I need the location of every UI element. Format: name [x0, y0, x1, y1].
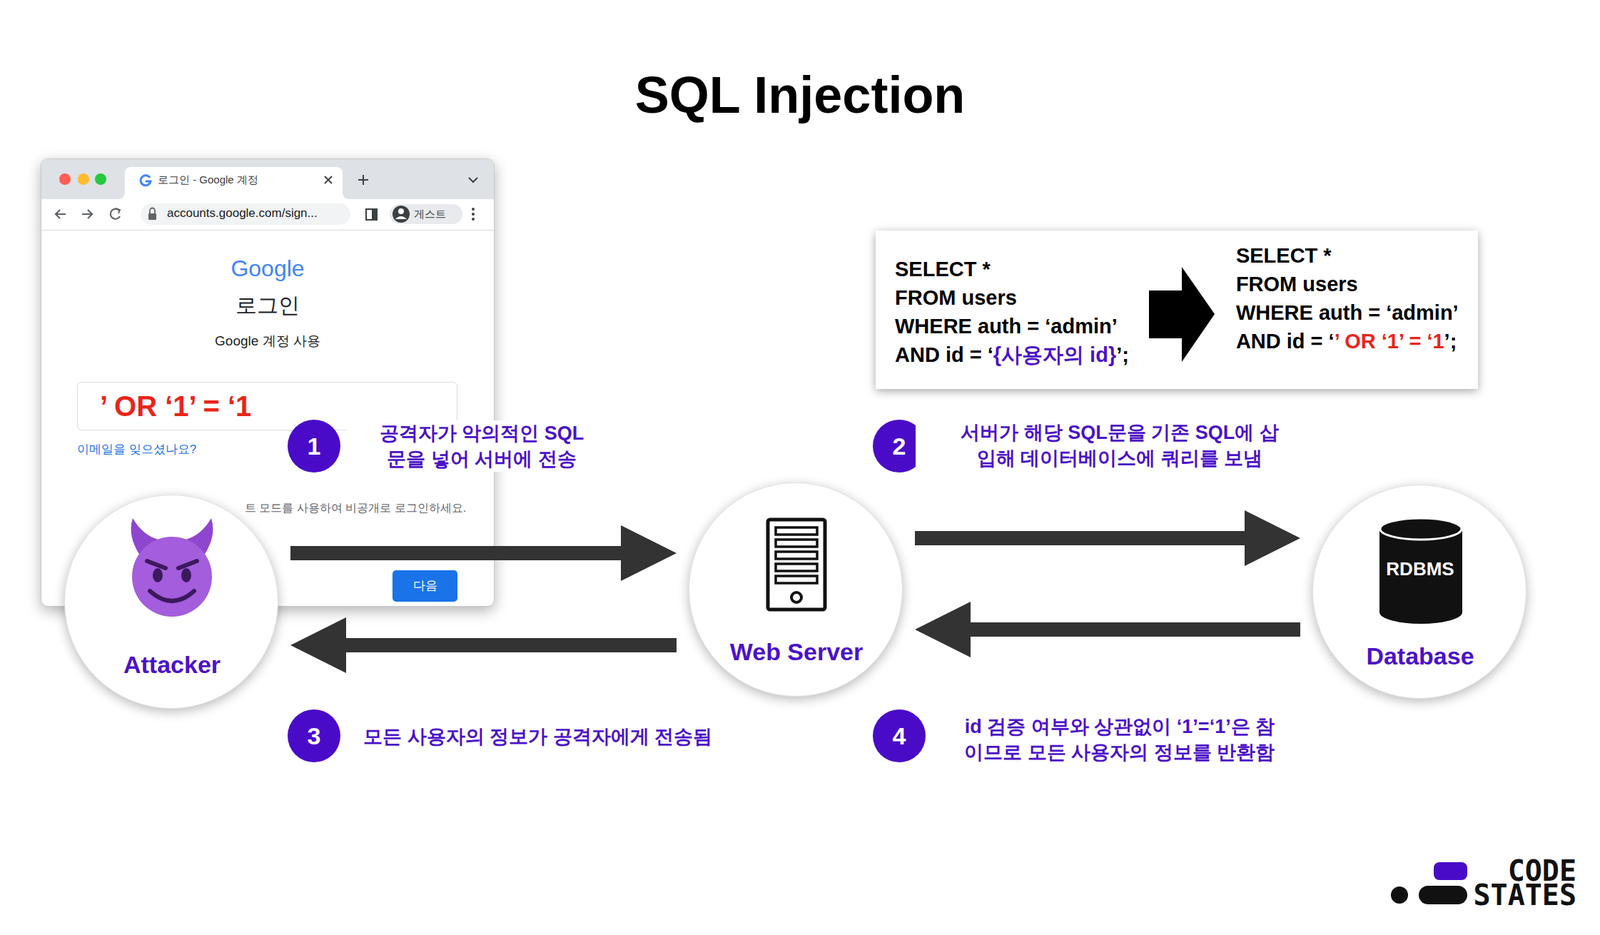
sql-text: AND id = ‘ — [894, 343, 994, 367]
title: SQL Injection — [0, 62, 1600, 128]
arrow-shaft — [290, 545, 623, 561]
web-server-circle: Web Server — [688, 482, 903, 697]
sql-text: SELECT * — [1236, 244, 1332, 267]
sql-text: FROM users — [1236, 272, 1359, 296]
devil-face — [118, 513, 226, 621]
sql-line: SELECT * — [894, 254, 1129, 284]
sql-line: SELECT * — [1236, 241, 1459, 270]
attacker-circle: Attacker — [64, 494, 279, 709]
cylinder-label: RDBMS — [1313, 557, 1528, 581]
flow-arrow — [290, 617, 677, 673]
callout-circle: 4 — [872, 709, 926, 763]
sql-code: SELECT *FROM usersWHERE auth = ‘admin’AN… — [1236, 241, 1459, 356]
callout-number: 4 — [892, 721, 907, 751]
node-label: Attacker — [64, 649, 280, 680]
page-heading: 로그인 — [41, 292, 494, 319]
sql-text: WHERE auth = ‘admin’ — [1236, 301, 1459, 324]
google-logo-text: Google — [41, 254, 494, 282]
arrow-shaft — [914, 530, 1247, 546]
sql-line: WHERE auth = ‘admin’ — [894, 311, 1129, 341]
sql-panel: SELECT *FROM usersWHERE auth = ‘admin’AN… — [875, 230, 1478, 389]
brand-wordmark: STATES — [1473, 882, 1578, 908]
arrow-shaft — [344, 638, 677, 653]
profile-name: 게스트 — [413, 207, 447, 221]
step-description: 모든 사용자의 정보가 공격자에게 전송됨 — [360, 723, 716, 750]
server-icon — [765, 517, 828, 612]
step-description: 공격자가 악의적인 SQL문을 넣어 서버에 전송 — [346, 420, 617, 472]
callout-number: 3 — [307, 721, 322, 751]
node-label: Database — [1313, 640, 1528, 671]
step-description: 서버가 해당 SQL문을 기존 SQL에 삽입해 데이터베이스에 쿼리를 보냄 — [915, 419, 1324, 472]
sql-line: WHERE auth = ‘admin’ — [1236, 298, 1459, 327]
sql-line: FROM users — [894, 283, 1129, 312]
server-icon-svg — [765, 517, 828, 612]
callout-circle: 3 — [287, 709, 341, 763]
url-text: accounts.google.com/sign... — [166, 206, 318, 221]
sql-text: AND id = ‘ — [1236, 329, 1335, 353]
button-label: 다음 — [413, 578, 438, 594]
arrow-head — [914, 601, 971, 658]
arrow-head — [1244, 510, 1301, 566]
injected-input: ’ OR ‘1’ = ‘1 — [99, 388, 252, 424]
node-label: Web Server — [689, 636, 904, 667]
sql-text: FROM users — [894, 286, 1017, 310]
callout-circle: 1 — [287, 419, 341, 473]
sql-line: AND id = ‘{사용자의 id}’; — [894, 340, 1129, 369]
devil-face-svg — [118, 513, 226, 621]
database-circle: RDBMS Database — [1312, 484, 1527, 699]
brand-wordmark: CODE — [1507, 858, 1577, 883]
arrow-head — [290, 617, 347, 673]
transform-arrow-svg — [1148, 266, 1215, 362]
sql-text: ’; — [1444, 329, 1458, 353]
sql-text: ’; — [1116, 343, 1129, 367]
sql-text: {사용자의 id} — [993, 343, 1117, 367]
sql-code: SELECT *FROM usersWHERE auth = ‘admin’AN… — [894, 254, 1129, 369]
step-description: id 검증 여부와 상관없이 ‘1’=‘1’은 참이므로 모든 사용자의 정보를… — [909, 713, 1330, 766]
flow-arrow — [914, 510, 1301, 566]
callout-number: 2 — [892, 431, 907, 461]
arrow-head — [620, 525, 677, 581]
sql-text: WHERE auth = ‘admin’ — [894, 314, 1118, 338]
link-text: 이메일을 잊으셨나요? — [77, 441, 197, 458]
page-subheading: Google 계정 사용 — [41, 332, 494, 350]
sql-line: AND id = ‘’ OR ‘1’ = ‘1’; — [1236, 326, 1459, 356]
tab-title: 로그인 - Google 계정 — [157, 173, 259, 187]
sql-text: SELECT * — [894, 257, 991, 281]
sql-text: ’ OR ‘1’ = ‘1 — [1334, 329, 1445, 353]
guest-note: 트 모드를 사용하여 비공개로 로그인하세요. — [244, 500, 467, 516]
sql-line: FROM users — [1236, 269, 1459, 299]
arrow-shaft — [969, 622, 1301, 637]
flow-arrow — [914, 601, 1301, 658]
callout-number: 1 — [307, 431, 322, 461]
transform-arrow — [1148, 266, 1215, 362]
next-button: 다음 — [392, 570, 458, 602]
